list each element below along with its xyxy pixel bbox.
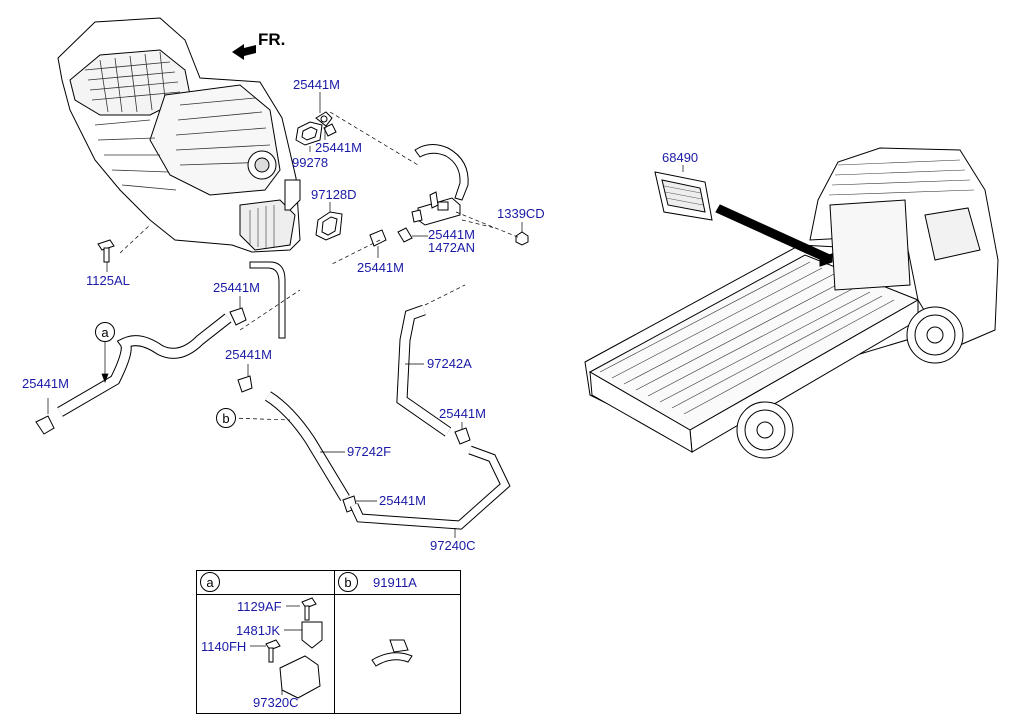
part-label-1140FH[interactable]: 1140FH — [201, 639, 247, 654]
front-direction-arrow-icon — [232, 44, 256, 60]
part-label-91911A[interactable]: 91911A — [373, 575, 417, 590]
callout-b: b — [216, 408, 236, 428]
part-label-97242A[interactable]: 97242A — [427, 356, 472, 371]
part-label-1472AN[interactable]: 1472AN — [428, 240, 475, 255]
front-direction-label: FR. — [258, 30, 286, 49]
part-label-97320C[interactable]: 97320C — [253, 695, 299, 710]
hoses — [57, 304, 511, 530]
part-label-1125AL[interactable]: 1125AL — [86, 273, 130, 288]
part-label-25441M[interactable]: 25441M — [22, 376, 69, 391]
heater-unit-assembly — [57, 17, 301, 339]
part-label-99278[interactable]: 99278 — [292, 155, 329, 170]
clip-91911A — [371, 639, 413, 667]
part-label-25441M[interactable]: 25441M — [225, 347, 272, 362]
grommet-97128D — [315, 211, 343, 241]
part-label-1129AF[interactable]: 1129AF — [237, 599, 282, 614]
part-label-25441M[interactable]: 25441M — [315, 140, 362, 155]
heater-valve-assembly — [411, 144, 469, 226]
table-marker-b: b — [338, 572, 358, 592]
table-divider-horizontal — [197, 594, 460, 595]
part-label-25441M[interactable]: 25441M — [357, 260, 404, 275]
callout-a: a — [95, 322, 115, 342]
part-label-97128D[interactable]: 97128D — [311, 187, 357, 202]
vent-grille-68490 — [654, 171, 713, 221]
part-label-25441M[interactable]: 25441M — [293, 77, 340, 92]
part-label-68490[interactable]: 68490 — [662, 150, 699, 165]
part-label-97240C[interactable]: 97240C — [430, 538, 476, 553]
leader-lines — [119, 111, 521, 421]
part-label-1481JK[interactable]: 1481JK — [236, 623, 281, 638]
gasket-99278 — [295, 121, 323, 146]
bolt-1125AL — [97, 239, 115, 263]
label-leaders — [47, 92, 684, 538]
part-label-25441M[interactable]: 25441M — [379, 493, 426, 508]
detail-table: a b 91911A 1129AF 1481JK 1140FH 97320C — [196, 570, 461, 714]
part-label-25441M[interactable]: 25441M — [428, 227, 475, 242]
part-label-25441M[interactable]: 25441M — [213, 280, 260, 295]
part-label-1339CD[interactable]: 1339CD — [497, 206, 545, 221]
table-marker-a: a — [200, 572, 220, 592]
part-label-97242F[interactable]: 97242F — [347, 444, 392, 459]
bracket-97320C — [265, 597, 323, 699]
part-label-25441M[interactable]: 25441M — [439, 406, 486, 421]
table-divider-vertical — [334, 571, 335, 713]
truck-illustration — [584, 147, 999, 459]
